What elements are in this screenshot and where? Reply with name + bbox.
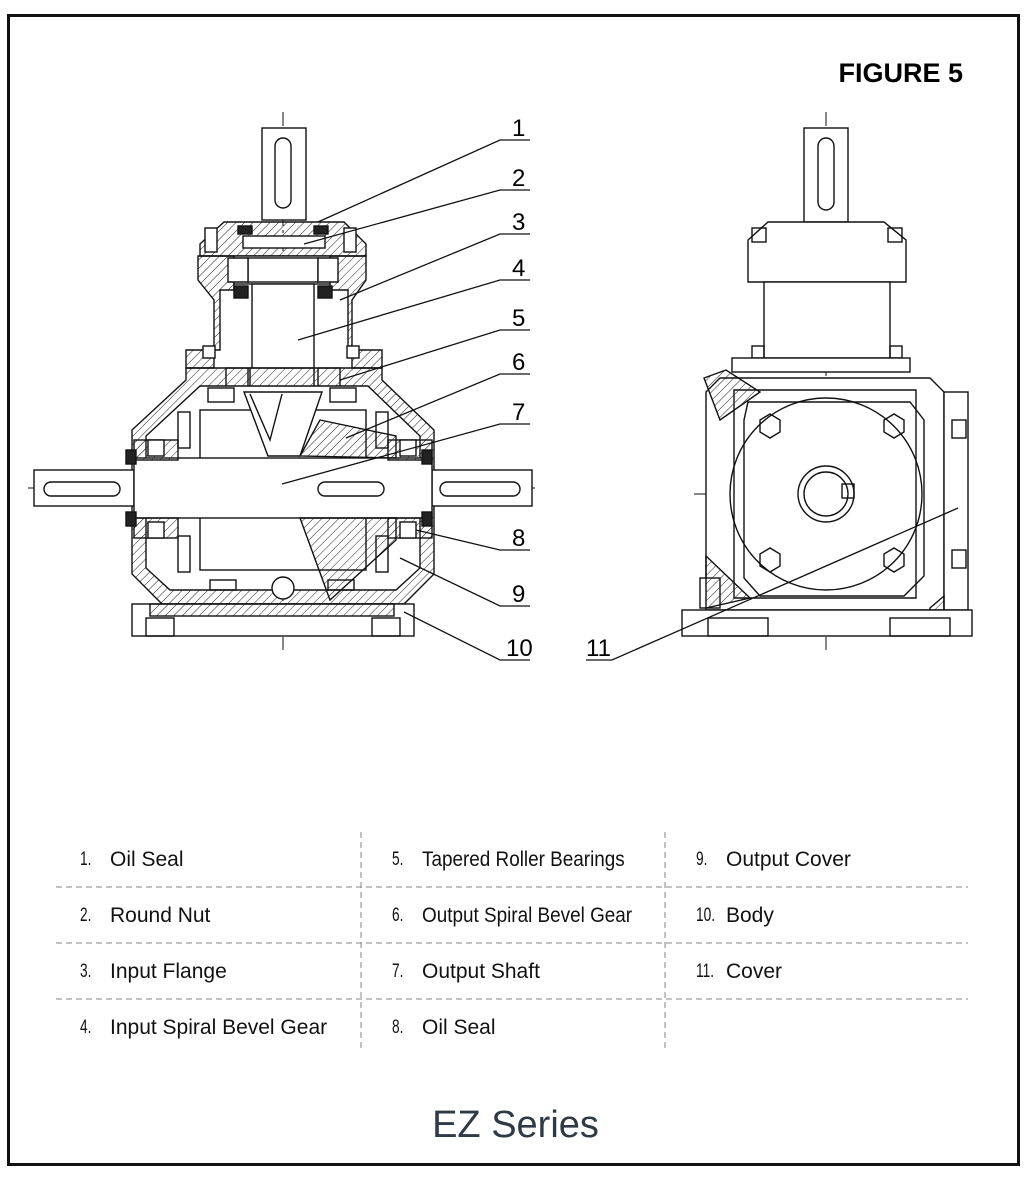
figure-frame	[7, 14, 1020, 1166]
legend-item-8: 8.Oil Seal	[392, 1016, 496, 1039]
callout-2: 2	[512, 165, 525, 192]
callout-1: 1	[512, 115, 525, 142]
callout-8: 8	[512, 525, 525, 552]
callout-3: 3	[512, 209, 525, 236]
callout-4: 4	[512, 255, 525, 282]
legend-item-2: 2.Round Nut	[80, 904, 211, 927]
section-view	[28, 112, 535, 650]
figure-title: FIGURE 5	[838, 58, 963, 88]
callout-5: 5	[512, 305, 525, 332]
side-view	[681, 112, 973, 650]
callout-10: 10	[506, 635, 533, 662]
callout-leaders	[281, 139, 959, 661]
callout-6: 6	[512, 349, 525, 376]
legend-item-7: 7.Output Shaft	[392, 960, 540, 983]
legend-item-1: 1.Oil Seal	[80, 848, 184, 871]
series-title: EZ Series	[432, 1104, 599, 1146]
callout-9: 9	[512, 581, 525, 608]
callout-7: 7	[512, 399, 525, 426]
callout-11: 11	[586, 635, 611, 662]
legend-item-11: 11.Cover	[696, 960, 783, 983]
parts-legend: 1.Oil Seal 2.Round Nut 3.Input Flange 4.…	[56, 832, 968, 1048]
legend-item-6: 6.Output Spiral Bevel Gear	[392, 904, 633, 927]
legend-grid	[56, 832, 968, 1048]
callout-labels: 1 2 3 4 5 6 7 8 9 10 11	[506, 115, 611, 662]
legend-item-3: 3.Input Flange	[80, 960, 227, 983]
legend-item-9: 9.Output Cover	[696, 848, 851, 871]
legend-item-4: 4.Input Spiral Bevel Gear	[80, 1016, 328, 1039]
legend-item-5: 5.Tapered Roller Bearings	[392, 848, 625, 871]
legend-item-10: 10.Body	[696, 904, 774, 927]
